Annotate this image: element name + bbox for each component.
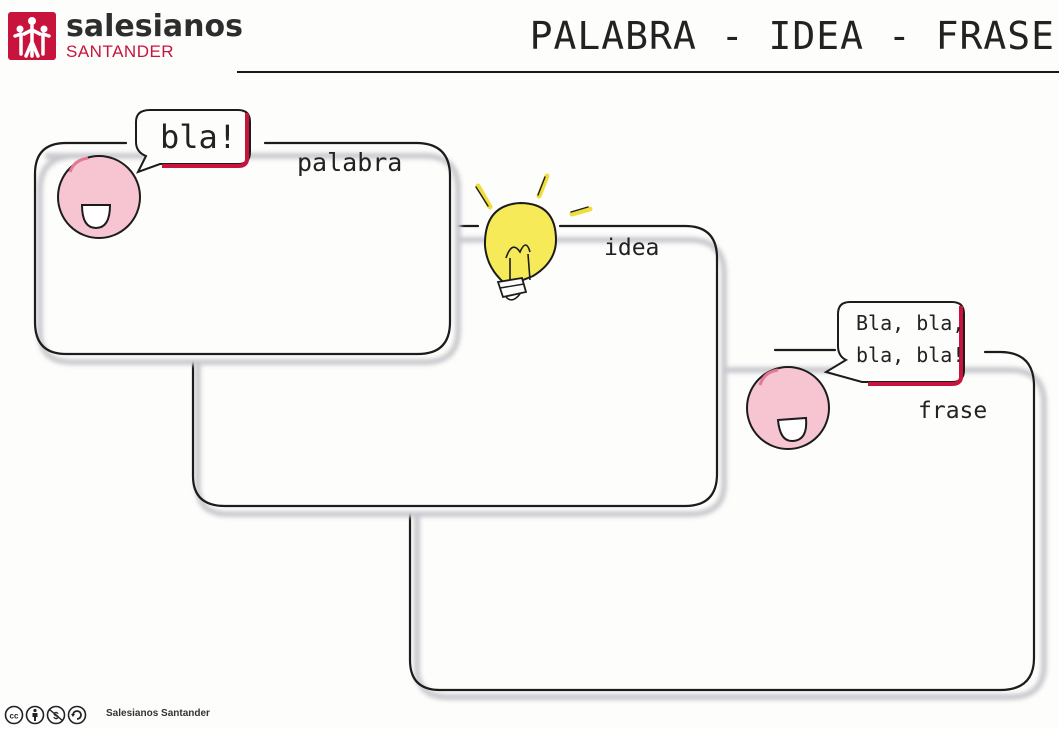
label-palabra: palabra	[297, 148, 403, 177]
bubble-frase-line2: bla, bla!	[856, 343, 965, 367]
cc-by-nc-sa-icon: cc $	[4, 705, 87, 725]
brand-subtitle: SANTANDER	[66, 42, 175, 61]
bubble-bla-text: bla!	[160, 118, 238, 156]
brand-name: salesianos	[66, 9, 243, 44]
label-idea: idea	[604, 235, 660, 261]
footer-credit: Salesianos Santander	[106, 708, 210, 719]
speech-bubble-small	[135, 109, 251, 174]
panel-palabra	[33, 141, 461, 365]
svg-text:$: $	[53, 711, 59, 722]
bubble-frase-line1: Bla, bla,	[856, 311, 965, 335]
smiley-face-right	[746, 366, 830, 450]
title-underline	[237, 71, 1059, 73]
smiley-face-left	[57, 155, 141, 239]
page-title: PALABRA - IDEA - FRASE	[529, 14, 1055, 58]
salesianos-logo: salesianos SANTANDER	[8, 9, 258, 62]
speech-bubble-large	[823, 301, 965, 386]
salesianos-logo-icon	[8, 12, 56, 60]
svg-text:cc: cc	[10, 712, 19, 721]
label-frase: frase	[918, 398, 988, 424]
light-bulb-icon	[475, 173, 593, 301]
